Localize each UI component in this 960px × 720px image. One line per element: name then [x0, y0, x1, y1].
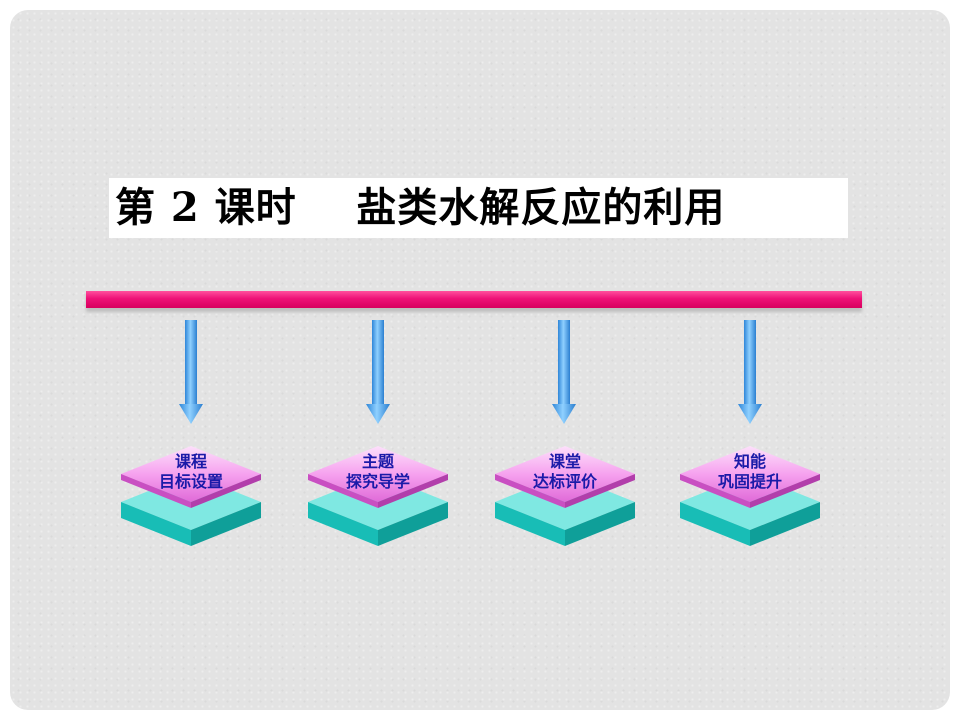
step-label: 课堂 达标评价: [495, 452, 635, 492]
arrow-down-icon: [176, 320, 206, 426]
step-card-inquiry-guide[interactable]: 主题 探究导学: [308, 444, 448, 548]
arrow-down-icon: [735, 320, 765, 426]
step-label-line1: 课堂: [548, 452, 581, 471]
step-label-line2: 目标设置: [158, 472, 223, 491]
slide-canvas: [10, 10, 950, 710]
layered-diamond-icon: [680, 446, 820, 546]
step-card-class-evaluation[interactable]: 课堂 达标评价: [495, 444, 635, 548]
slide-title: 第 2 课时 盐类水解反应的利用: [115, 184, 726, 231]
step-label: 主题 探究导学: [308, 452, 448, 492]
step-label-line2: 巩固提升: [717, 472, 782, 491]
step-label-line1: 知能: [733, 452, 766, 471]
step-card-skill-consolidation[interactable]: 知能 巩固提升: [680, 444, 820, 548]
title-box: 第 2 课时 盐类水解反应的利用: [109, 178, 848, 238]
step-card-course-goals[interactable]: 课程 目标设置: [121, 444, 261, 548]
step-label: 知能 巩固提升: [680, 452, 820, 492]
layered-diamond-icon: [308, 446, 448, 546]
step-label: 课程 目标设置: [121, 452, 261, 492]
step-label-line1: 课程: [174, 452, 207, 471]
layered-diamond-icon: [121, 446, 261, 546]
step-label-line2: 探究导学: [345, 472, 410, 491]
accent-divider-bar: [86, 291, 862, 308]
arrow-down-icon: [549, 320, 579, 426]
step-label-line2: 达标评价: [532, 472, 597, 491]
arrow-down-icon: [363, 320, 393, 426]
step-label-line1: 主题: [361, 452, 394, 471]
layered-diamond-icon: [495, 446, 635, 546]
